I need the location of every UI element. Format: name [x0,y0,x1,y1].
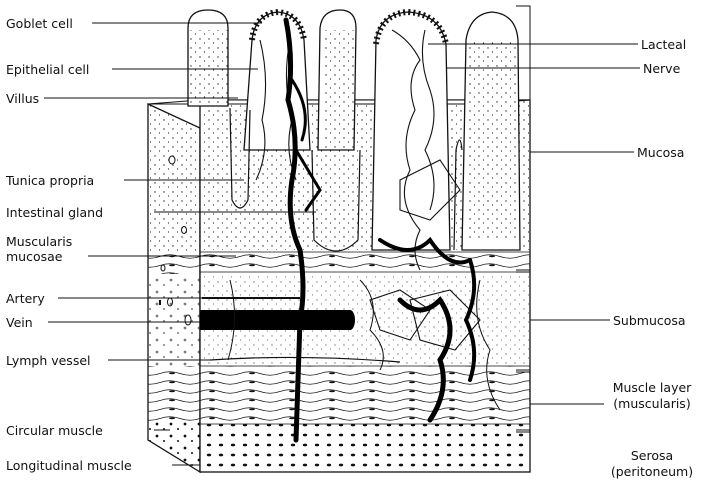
label-circular-muscle: Circular muscle [6,423,103,438]
label-mucosa: Mucosa [637,145,684,160]
label-intestinal-gland: Intestinal gland [6,205,103,220]
block-side-face [148,104,200,472]
label-nerve: Nerve [643,61,680,76]
label-muscle-layer-2: (muscularis) [600,396,704,411]
vein-vessel [200,310,355,330]
label-serosa-2: (peritoneum) [600,464,704,479]
label-lacteal: Lacteal [641,37,686,52]
label-vein: Vein [6,315,33,330]
label-goblet-cell: Goblet cell [6,16,73,31]
label-longitudinal-muscle: Longitudinal muscle [6,458,132,473]
label-lymph-vessel: Lymph vessel [6,353,91,368]
label-muscle-layer-1: Muscle layer [600,380,704,395]
label-muscularis-mucosae-1: Muscularis [6,234,72,249]
label-epithelial-cell: Epithelial cell [6,62,89,77]
label-serosa-1: Serosa [600,448,704,463]
label-submucosa: Submucosa [613,313,686,328]
label-artery: Artery [6,291,45,306]
label-tunica-propria: Tunica propria [6,173,94,188]
label-villus: Villus [6,91,39,106]
label-muscularis-mucosae-2: mucosae [6,249,62,264]
